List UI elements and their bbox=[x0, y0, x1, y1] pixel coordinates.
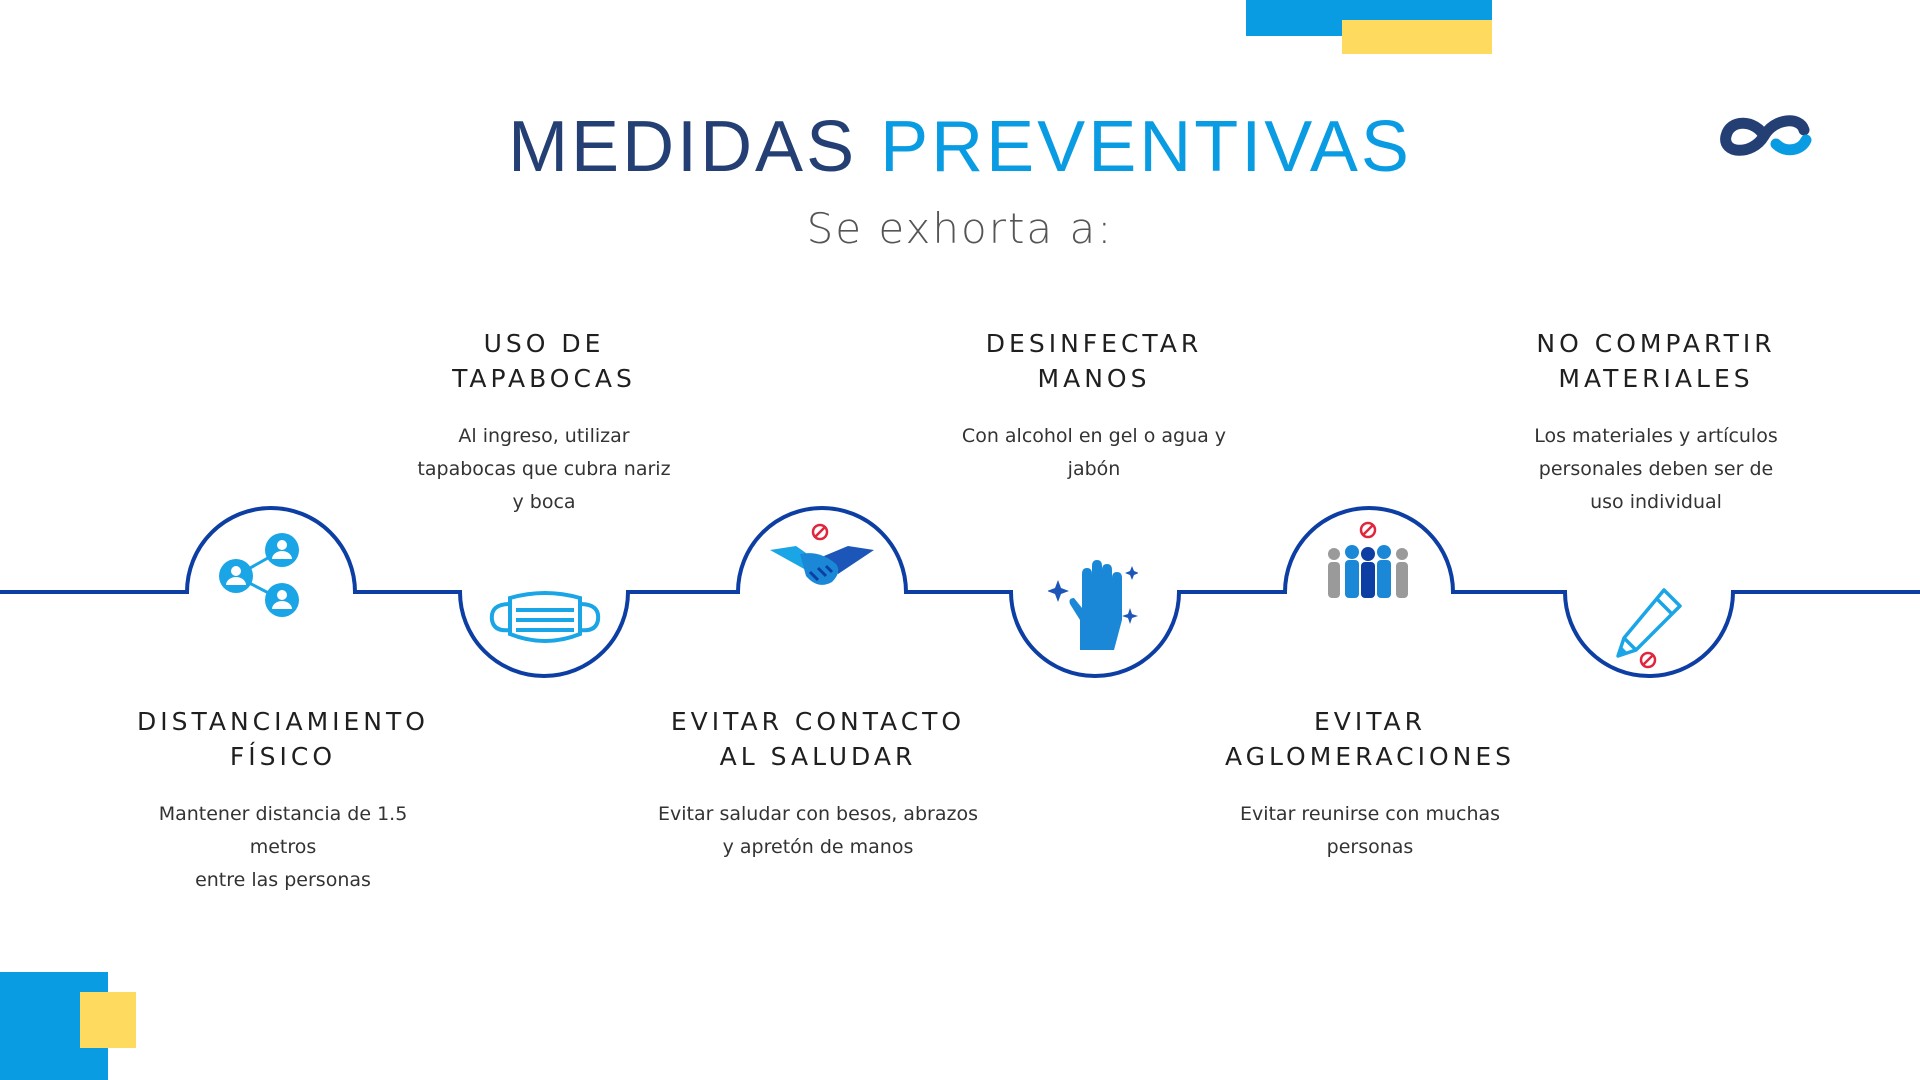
measure-title: DISTANCIAMIENTO FÍSICO bbox=[103, 704, 463, 774]
measure-evitar-aglomeraciones: EVITAR AGLOMERACIONES Evitar reunirse co… bbox=[1190, 704, 1550, 864]
measure-title-line: MATERIALES bbox=[1558, 364, 1754, 393]
measure-title-line: EVITAR CONTACTO bbox=[670, 707, 966, 736]
measure-description: Evitar reunirse con muchas personas bbox=[1190, 798, 1550, 864]
title-word-medidas: MEDIDAS bbox=[508, 107, 858, 187]
measure-title: EVITAR AGLOMERACIONES bbox=[1190, 704, 1550, 774]
measure-desc-line: y apretón de manos bbox=[722, 836, 914, 858]
infinity-ec-logo-icon bbox=[1720, 115, 1812, 156]
measure-desc-line: Los materiales y artículos bbox=[1534, 425, 1778, 447]
measure-description: Con alcohol en gel o agua y jabón bbox=[914, 420, 1274, 486]
page-subtitle: Se exhorta a: bbox=[806, 204, 1114, 253]
network-people-icon bbox=[219, 533, 299, 617]
measure-desc-line: Con alcohol en gel o agua y bbox=[961, 425, 1227, 447]
measure-desc-line: Al ingreso, utilizar bbox=[458, 425, 630, 447]
measure-title: DESINFECTAR MANOS bbox=[914, 326, 1274, 396]
measure-description: Los materiales y artículos personales de… bbox=[1476, 420, 1836, 519]
no-crowd-icon bbox=[1328, 521, 1408, 598]
measure-desc-line: tapabocas que cubra nariz bbox=[417, 458, 671, 480]
clean-hand-icon bbox=[1048, 560, 1138, 650]
measure-title: USO DE TAPABOCAS bbox=[364, 326, 724, 396]
measure-distanciamiento: DISTANCIAMIENTO FÍSICO Mantener distanci… bbox=[103, 704, 463, 897]
measure-title: EVITAR CONTACTO AL SALUDAR bbox=[638, 704, 998, 774]
page-title: MEDIDAS PREVENTIVAS bbox=[0, 106, 1920, 188]
measure-description: Mantener distancia de 1.5 metros entre l… bbox=[103, 798, 463, 897]
no-sharing-pencil-icon bbox=[1616, 588, 1682, 669]
measure-description: Al ingreso, utilizar tapabocas que cubra… bbox=[364, 420, 724, 519]
measure-title-line: AGLOMERACIONES bbox=[1224, 742, 1515, 771]
measure-desinfectar-manos: DESINFECTAR MANOS Con alcohol en gel o a… bbox=[914, 326, 1274, 486]
face-mask-icon bbox=[489, 591, 601, 643]
measure-desc-line: y boca bbox=[512, 491, 576, 513]
measure-desc-line: personales deben ser de bbox=[1538, 458, 1774, 480]
title-word-preventivas: PREVENTIVAS bbox=[880, 107, 1412, 187]
measure-title-line: TAPABOCAS bbox=[452, 364, 636, 393]
measure-description: Evitar saludar con besos, abrazos y apre… bbox=[638, 798, 998, 864]
measure-desc-line: uso individual bbox=[1590, 491, 1722, 513]
measure-title-line: DESINFECTAR bbox=[985, 329, 1203, 358]
measure-title: NO COMPARTIR MATERIALES bbox=[1476, 326, 1836, 396]
measure-title-line: USO DE bbox=[483, 329, 605, 358]
measure-title-line: AL SALUDAR bbox=[719, 742, 917, 771]
measure-desc-line: Evitar reunirse con muchas bbox=[1239, 803, 1501, 825]
measure-desc-line: jabón bbox=[1067, 458, 1121, 480]
measure-desc-line: entre las personas bbox=[195, 869, 371, 891]
measure-evitar-contacto: EVITAR CONTACTO AL SALUDAR Evitar saluda… bbox=[638, 704, 998, 864]
measure-desc-line: personas bbox=[1326, 836, 1414, 858]
measure-tapabocas: USO DE TAPABOCAS Al ingreso, utilizar ta… bbox=[364, 326, 724, 519]
no-handshake-icon bbox=[770, 523, 874, 585]
measure-title-line: EVITAR bbox=[1313, 707, 1427, 736]
top-yellow-bar bbox=[1342, 20, 1492, 54]
measure-title-line: DISTANCIAMIENTO bbox=[137, 707, 429, 736]
measure-desc-line: Mantener distancia de 1.5 metros bbox=[158, 803, 408, 858]
measure-desc-line: Evitar saludar con besos, abrazos bbox=[658, 803, 978, 825]
measure-title-line: MANOS bbox=[1037, 364, 1151, 393]
measure-title-line: NO COMPARTIR bbox=[1536, 329, 1776, 358]
measure-no-compartir: NO COMPARTIR MATERIALES Los materiales y… bbox=[1476, 326, 1836, 519]
measure-title-line: FÍSICO bbox=[229, 742, 337, 771]
bottom-yellow-block bbox=[80, 992, 136, 1048]
